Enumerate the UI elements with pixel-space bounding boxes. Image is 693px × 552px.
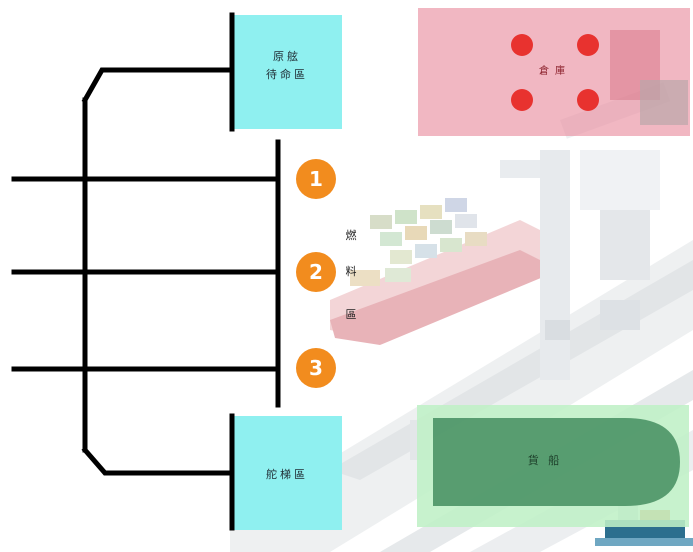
step-badge-1: 1 (296, 159, 336, 199)
storage-label: 倉庫 (539, 66, 571, 77)
fuel-zone-label-char-3: 區 (345, 308, 357, 321)
upper-waiting-zone-box (232, 15, 342, 129)
red-dot-marker (511, 89, 533, 111)
upper-box-label: 原舷 待命區 (232, 48, 342, 83)
upper-box-label-line2: 待命區 (266, 67, 308, 81)
cargo-ship-label: 貨 船 (527, 454, 563, 467)
upper-box-label-line1: 原舷 (273, 50, 301, 63)
red-dot-marker (511, 34, 533, 56)
step-badge-3: 3 (296, 348, 336, 388)
fuel-zone-label-char-2: 料 (345, 265, 357, 278)
red-dot-marker (577, 34, 599, 56)
lower-box-label: 舵梯區 (266, 468, 308, 481)
red-dot-marker (577, 89, 599, 111)
step-badge-2: 2 (296, 252, 336, 292)
fuel-zone-label-char-1: 燃 (345, 229, 357, 242)
lower-ladder-zone-box (232, 416, 342, 530)
